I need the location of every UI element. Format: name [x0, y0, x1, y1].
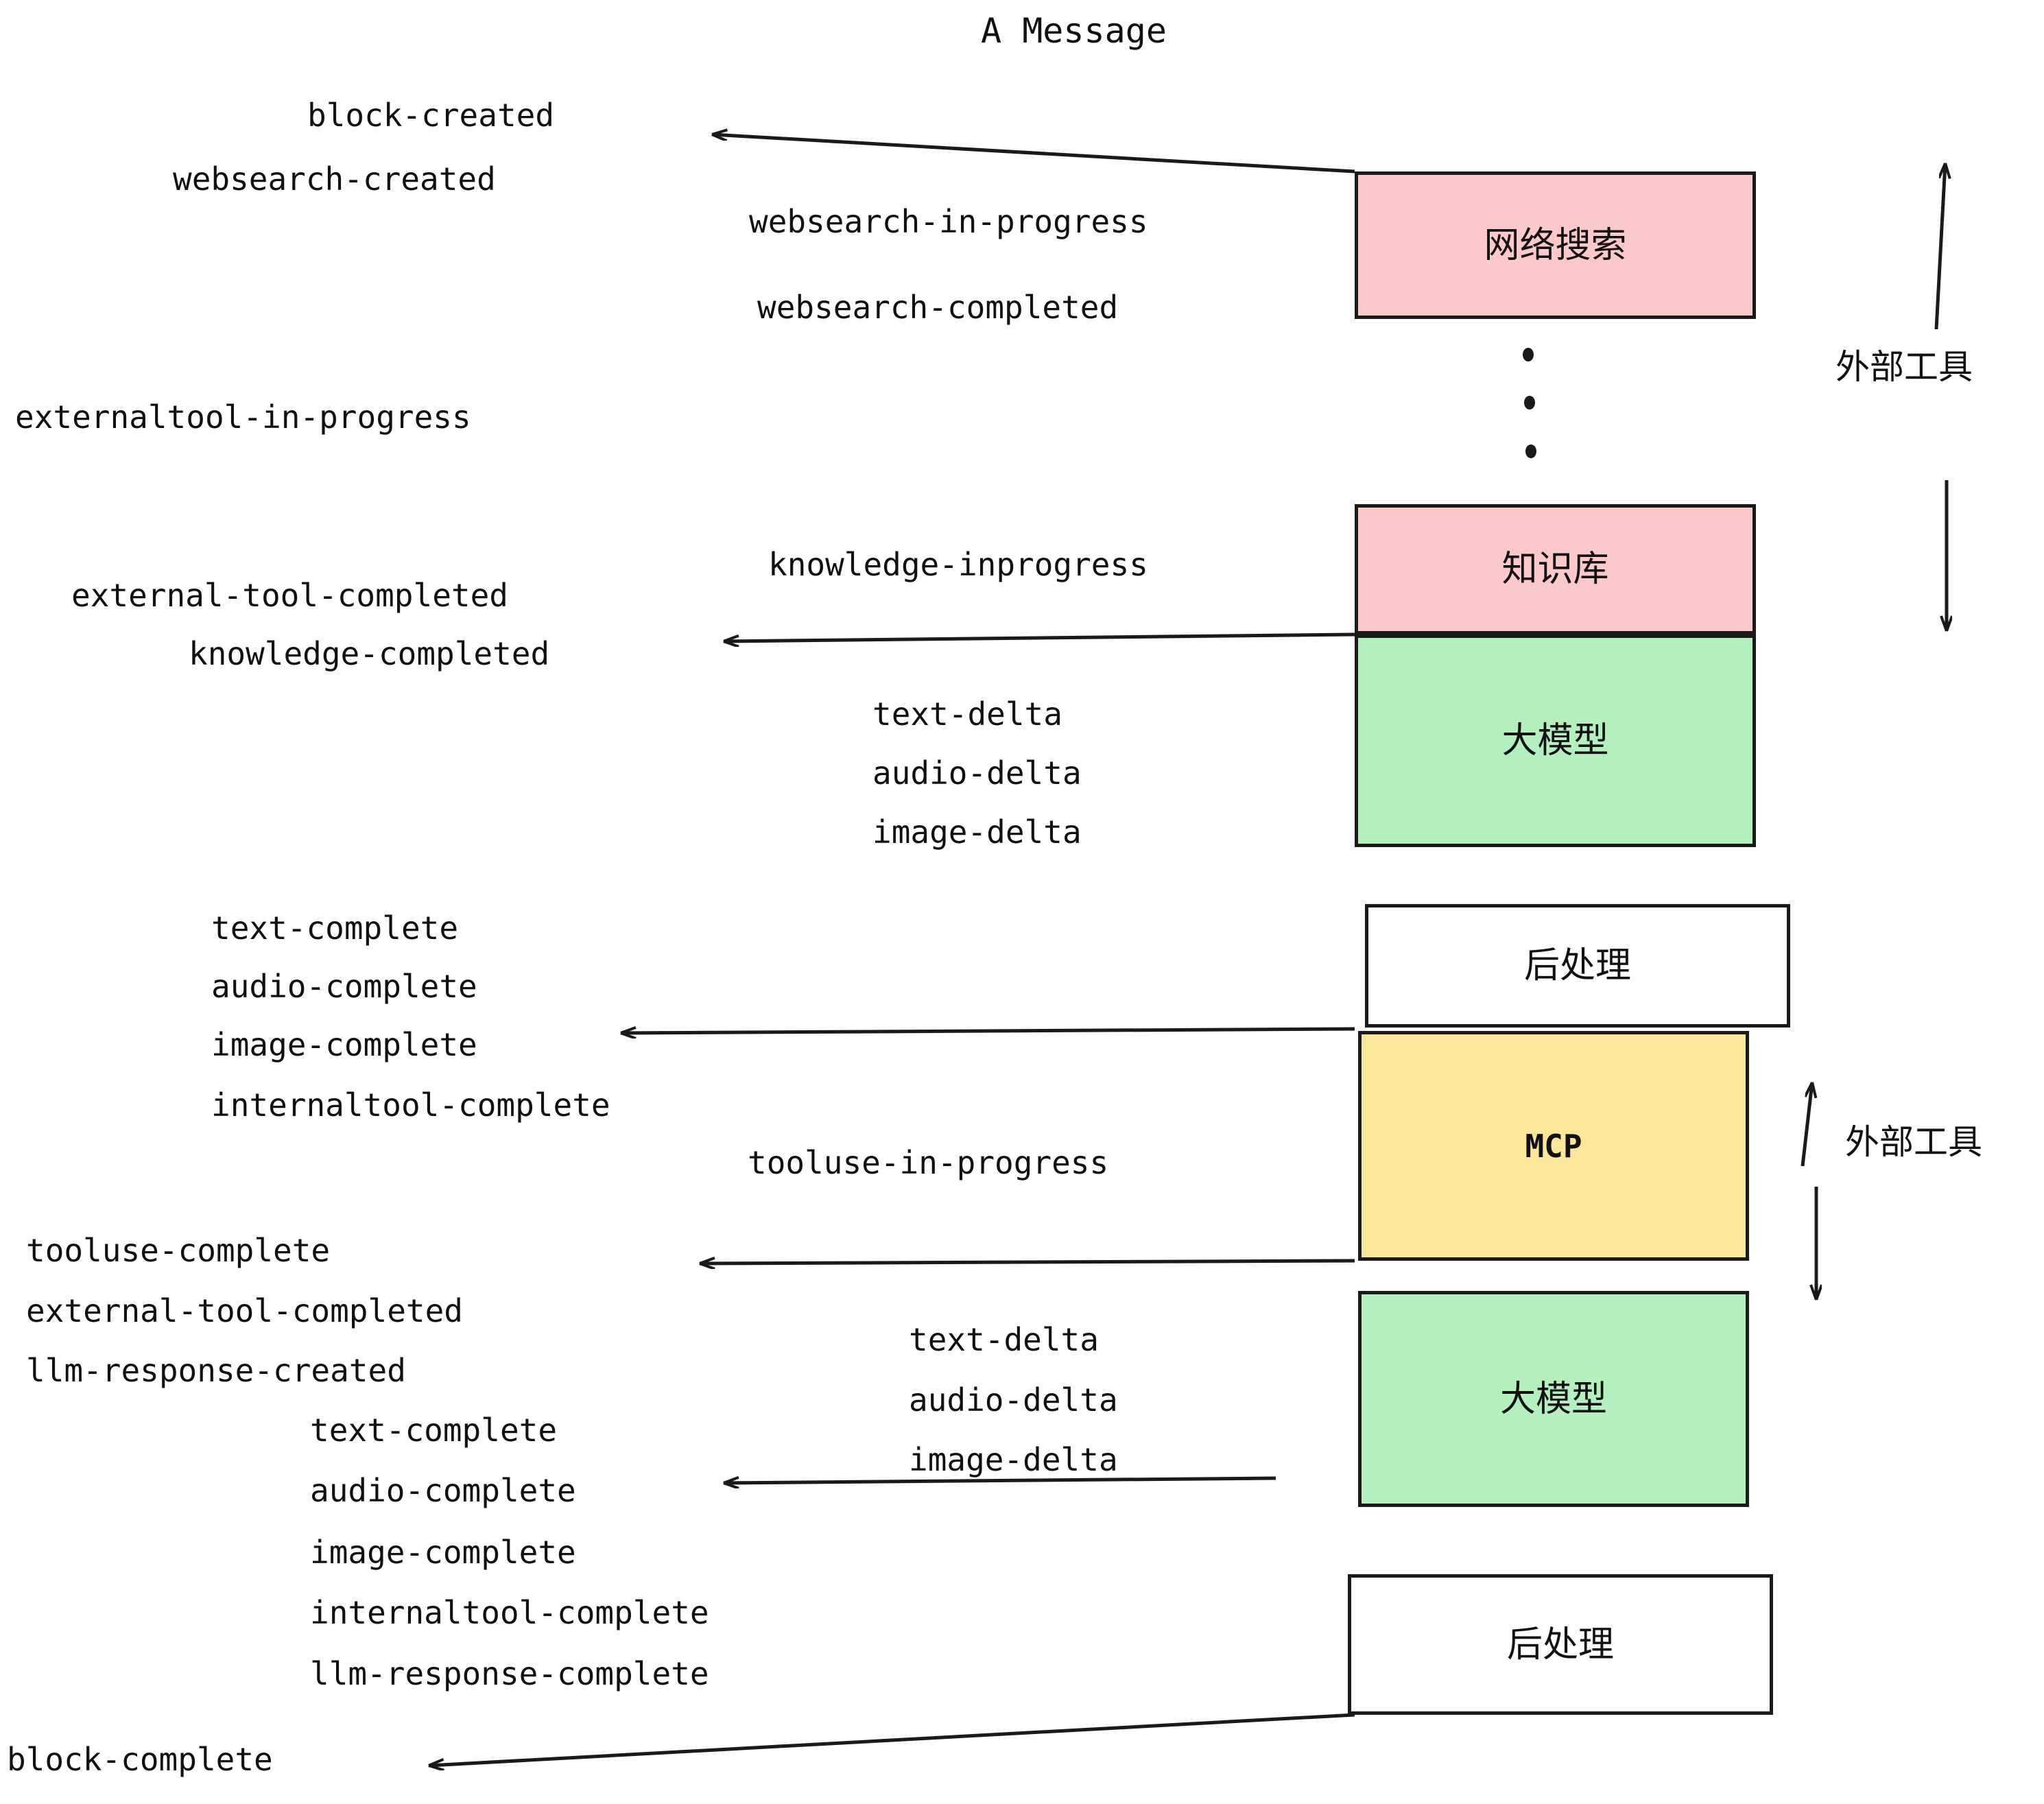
box-mcp[interactable]: MCP [1358, 1031, 1749, 1261]
event-websearch-completed: websearch-completed [757, 289, 1119, 326]
event-text-delta-2: text-delta [909, 1321, 1099, 1358]
event-internaltool-complete-2: internaltool-complete [310, 1594, 709, 1631]
diagram-title: A Message [981, 11, 1167, 51]
event-block-created: block-created [307, 97, 555, 134]
event-audio-complete-1: audio-complete [211, 968, 477, 1005]
box-websearch[interactable]: 网络搜索 [1355, 171, 1756, 319]
event-audio-complete-2: audio-complete [310, 1472, 576, 1509]
event-externaltool-in-progress: externaltool-in-progress [15, 399, 471, 436]
event-llm-response-complete: llm-response-complete [310, 1655, 709, 1692]
arrow-websearch-to-blockcreated [712, 134, 1355, 174]
box-websearch-label: 网络搜索 [1484, 224, 1627, 266]
ellipsis-dot-3 [1525, 444, 1536, 458]
event-text-delta-1: text-delta [872, 696, 1062, 733]
event-image-complete-1: image-complete [211, 1026, 477, 1063]
side-label-external-tools-bottom: 外部工具 [1845, 1122, 1982, 1162]
box-llm-1[interactable]: 大模型 [1355, 634, 1756, 847]
box-llm-1-label: 大模型 [1501, 720, 1609, 761]
event-knowledge-completed: knowledge-completed [189, 635, 550, 672]
box-llm-2[interactable]: 大模型 [1358, 1291, 1749, 1507]
event-llm-response-created: llm-response-created [26, 1352, 406, 1389]
box-knowledgebase-label: 知识库 [1501, 549, 1609, 590]
box-llm-2-label: 大模型 [1499, 1378, 1607, 1420]
arrow-llm2-to-audiocomplete [724, 1478, 1276, 1483]
arrow-mcp-to-tooluse-complete [700, 1261, 1355, 1263]
event-knowledge-inprogress: knowledge-inprogress [768, 546, 1148, 583]
event-tooluse-in-progress: tooluse-in-progress [748, 1144, 1109, 1181]
event-tooluse-complete: tooluse-complete [26, 1232, 331, 1269]
ellipsis-dot-1 [1523, 348, 1534, 361]
box-postprocess-2[interactable]: 后处理 [1348, 1574, 1773, 1715]
event-image-delta-1: image-delta [872, 814, 1082, 851]
event-image-complete-2: image-complete [310, 1534, 576, 1571]
box-postprocess-1[interactable]: 后处理 [1365, 904, 1790, 1028]
event-image-delta-2: image-delta [909, 1441, 1118, 1478]
box-postprocess-1-label: 后处理 [1523, 945, 1631, 986]
event-internaltool-complete-1: internaltool-complete [211, 1087, 610, 1124]
external-tools-arrow-top-up [1934, 163, 1945, 330]
event-audio-delta-1: audio-delta [872, 755, 1082, 792]
event-websearch-in-progress: websearch-in-progress [749, 203, 1148, 240]
event-audio-delta-2: audio-delta [909, 1381, 1118, 1419]
box-mcp-label: MCP [1525, 1127, 1582, 1165]
event-external-tool-completed-2: external-tool-completed [26, 1292, 463, 1329]
event-text-complete-2: text-complete [310, 1412, 558, 1449]
event-websearch-created: websearch-created [173, 161, 496, 198]
event-external-tool-completed-1: external-tool-completed [71, 577, 508, 614]
event-block-complete: block-complete [7, 1741, 273, 1778]
arrow-postprocess2-to-blockcomplete [429, 1713, 1355, 1766]
ellipsis-dot-2 [1524, 396, 1535, 410]
arrow-postprocess1-to-imagecomplete [621, 1029, 1355, 1033]
external-tools-arrow-bottom-up [1801, 1082, 1812, 1167]
side-label-external-tools-top: 外部工具 [1835, 347, 1973, 387]
box-knowledgebase[interactable]: 知识库 [1355, 504, 1756, 634]
arrow-knowledge-to-completed [724, 632, 1355, 641]
box-postprocess-2-label: 后处理 [1506, 1624, 1614, 1665]
event-text-complete-1: text-complete [211, 910, 459, 947]
